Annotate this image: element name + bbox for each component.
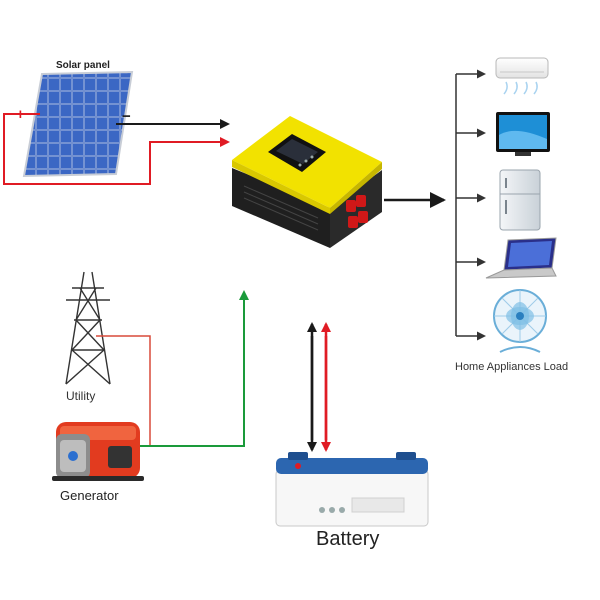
ac-source-wires: [96, 290, 249, 447]
laptop-icon: [485, 237, 557, 279]
pv-negative-terminal: −: [122, 108, 131, 125]
pv-wires: [3, 113, 230, 185]
utility-label: Utility: [66, 389, 96, 403]
fan-icon: [493, 289, 547, 353]
appliances-label: Home Appliances Load: [455, 361, 569, 373]
refrigerator-icon: [499, 169, 541, 231]
battery-icon: [275, 452, 429, 527]
load-bus: [455, 69, 486, 341]
battery-wires: [307, 322, 331, 452]
solar-panel-icon: [22, 70, 134, 178]
generator-label: Generator: [60, 488, 119, 503]
television-icon: [496, 112, 550, 156]
inverter-icon: [232, 116, 382, 248]
air-conditioner-icon: [495, 57, 549, 95]
battery-label: Battery: [316, 528, 380, 550]
generator-icon: [52, 422, 144, 481]
utility-tower-icon: [65, 271, 111, 385]
pv-positive-terminal: +: [16, 106, 25, 123]
solar-panel-label: Solar panel: [56, 60, 110, 71]
